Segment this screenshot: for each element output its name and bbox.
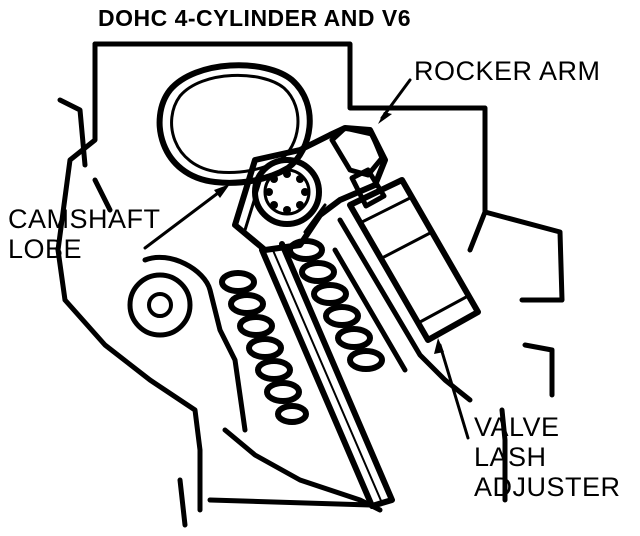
lash-adjuster-body	[347, 177, 481, 343]
valve-lash-adjuster-label-line-3: ADJUSTER	[474, 472, 621, 502]
valve-stem-center	[271, 247, 383, 504]
valve-spring-right	[287, 238, 385, 372]
lash-adjuster-arrowhead	[434, 338, 444, 354]
lash-adjuster-bands	[360, 195, 470, 324]
cylinder-head-outline	[92, 41, 565, 503]
left-passage	[142, 254, 248, 433]
lash-adjuster-bore	[332, 217, 473, 403]
valve-lash-adjuster-label: VALVE LASH ADJUSTER	[474, 412, 621, 502]
casting-ridge	[57, 97, 488, 253]
camshaft-lobe	[156, 62, 313, 186]
roller-bearing	[252, 157, 322, 227]
valve-spring-left	[219, 270, 309, 425]
oil-passage-ring	[127, 272, 193, 338]
leader-lines	[143, 78, 470, 440]
valve-lash-adjuster-label-line-1: VALVE	[474, 412, 560, 442]
camshaft-lobe-label: CAMSHAFT LOBE	[8, 204, 161, 264]
roller-needles	[265, 170, 309, 214]
diagram-title: DOHC 4-CYLINDER AND V6	[98, 5, 412, 31]
valve-lash-adjuster-label-line-2: LASH	[474, 442, 547, 472]
rocker-arm-web	[243, 173, 327, 234]
rocker-arm-label: ROCKER ARM	[414, 56, 601, 86]
rocker-arm-leader	[380, 78, 412, 120]
rocker-arm-pad	[329, 125, 385, 178]
camshaft-lobe-leader	[143, 188, 224, 250]
leader-arrowheads	[214, 112, 444, 354]
rocker-arm-arrowhead	[378, 112, 392, 124]
camshaft-lobe-label-line-1: CAMSHAFT	[8, 204, 161, 234]
lash-adjuster-leader	[438, 343, 470, 440]
lower-housing	[207, 427, 383, 513]
lash-adjuster-plunger	[349, 167, 387, 209]
rocker-arm-body	[232, 125, 388, 253]
oil-passage-hole	[147, 292, 173, 318]
camshaft-lobe-label-line-2: LOBE	[8, 234, 83, 264]
camshaft-lobe-arrowhead	[214, 184, 230, 198]
